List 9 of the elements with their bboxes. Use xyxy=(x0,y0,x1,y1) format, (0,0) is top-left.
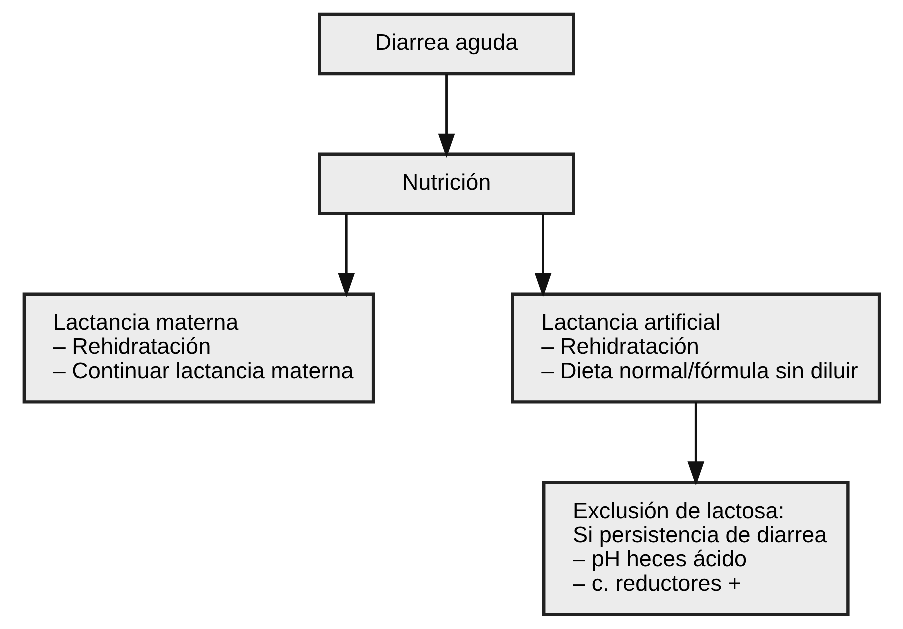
node-box: Lactancia artificial – Rehidratación – Dieta normal/fórmula sin diluir xyxy=(510,292,881,404)
node-box: Nutrición xyxy=(318,152,575,216)
arrow xyxy=(534,214,552,298)
arrow xyxy=(338,214,355,298)
node-box: Diarrea aguda xyxy=(318,12,575,76)
node-box: Exclusión de lactosa: Si persistencia de diarrea – pH heces ácido – c. reductores + xyxy=(542,481,850,616)
node-box: Lactancia materna – Rehidratación – Continuar lactancia materna xyxy=(22,292,375,404)
arrow xyxy=(438,74,455,158)
arrow xyxy=(687,402,704,486)
